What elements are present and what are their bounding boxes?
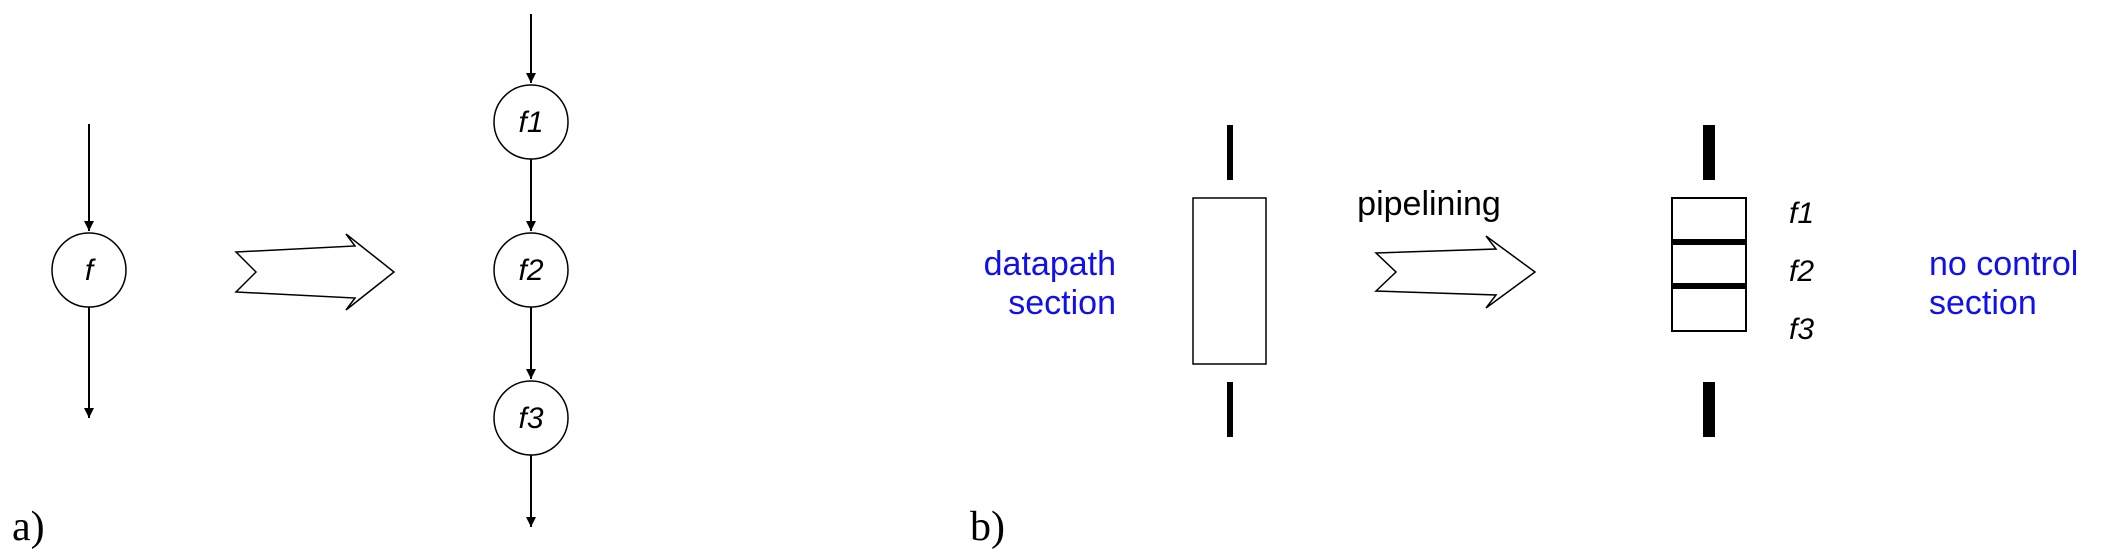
- register-bar-bottom-right: [1703, 382, 1715, 437]
- register-bar-top-right: [1703, 125, 1715, 180]
- panel-b: datapath section pipelining f1 f2 f3 no …: [970, 125, 2078, 550]
- node-f2-label: f2: [518, 254, 543, 287]
- stage-f3-label: f3: [1789, 313, 1814, 346]
- panel-a-label: a): [12, 504, 45, 550]
- node-f-label: f: [85, 254, 96, 287]
- pipelining-arrow: [1374, 235, 1537, 309]
- combinational-block: [1192, 197, 1267, 365]
- datapath-label-line2: section: [1008, 284, 1116, 322]
- pipeline-register-2: [1672, 283, 1746, 289]
- pipeline-stage-f2: [1671, 241, 1747, 287]
- no-control-label-line2: section: [1929, 284, 2037, 322]
- pipeline-stage-f3: [1671, 285, 1747, 332]
- node-f1-label: f1: [518, 106, 543, 139]
- register-bar-bottom-left: [1227, 382, 1233, 437]
- register-bar-top-left: [1227, 125, 1233, 180]
- transform-arrow: [234, 233, 396, 311]
- datapath-label-line1: datapath: [984, 245, 1116, 283]
- no-control-label-line1: no control: [1929, 245, 2078, 283]
- panel-b-label: b): [970, 504, 1005, 550]
- panel-a: f f1 f2 f3 a): [12, 14, 569, 550]
- pipelining-label: pipelining: [1357, 185, 1501, 223]
- pipeline-stage-f1: [1671, 197, 1747, 243]
- pipeline-register-1: [1672, 239, 1746, 245]
- stage-f2-label: f2: [1789, 255, 1814, 288]
- stage-f1-label: f1: [1789, 197, 1814, 230]
- node-f3-label: f3: [518, 402, 543, 435]
